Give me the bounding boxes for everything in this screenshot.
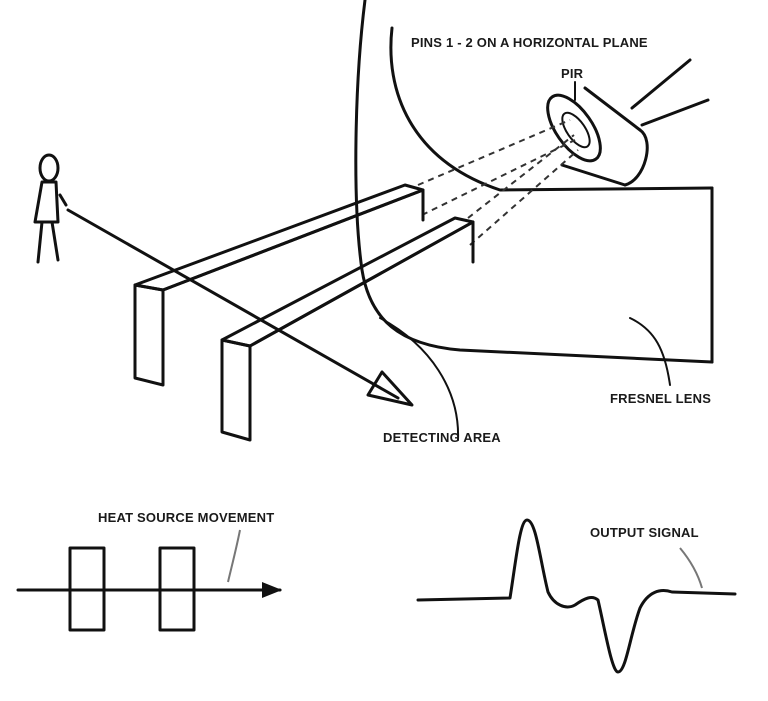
output-signal-leader — [679, 547, 703, 589]
movement-arrow — [66, 208, 414, 407]
detection-zone-bar-front — [220, 216, 475, 442]
detecting-area-leader — [379, 317, 460, 441]
output-signal-label: OUTPUT SIGNAL — [590, 525, 699, 540]
arrowhead-icon — [262, 582, 282, 598]
pir-label: PIR — [561, 66, 584, 81]
pins-label: PINS 1 - 2 ON A HORIZONTAL PLANE — [411, 35, 648, 50]
output-signal-diagram: OUTPUT SIGNAL — [416, 518, 737, 674]
movement-label-leader — [227, 529, 241, 583]
pir-sensor — [546, 58, 710, 187]
output-signal-waveform — [416, 518, 737, 674]
person-figure — [33, 153, 68, 264]
heat-source-movement-label: HEAT SOURCE MOVEMENT — [98, 510, 274, 525]
heat-source-movement-diagram: HEAT SOURCE MOVEMENT — [16, 510, 282, 632]
fresnel-lens-label: FRESNEL LENS — [610, 391, 711, 406]
detection-beams — [417, 119, 579, 246]
fresnel-lens — [354, 0, 714, 364]
detection-zone-bar-back — [133, 183, 425, 387]
detecting-area-label: DETECTING AREA — [383, 430, 501, 445]
fresnel-lens-leader — [629, 317, 671, 386]
